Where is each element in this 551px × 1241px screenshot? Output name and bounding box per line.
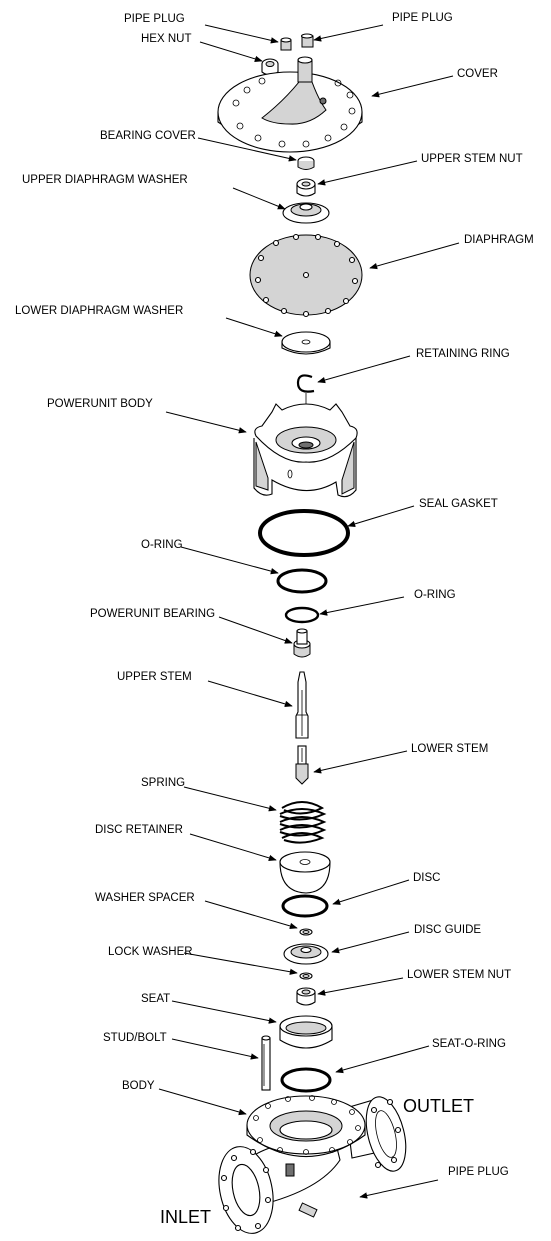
label-upper-stem-nut: UPPER STEM NUT [421, 153, 523, 165]
label-lower-stem-nut: LOWER STEM NUT [407, 969, 511, 981]
pipe-plug-right-part [300, 33, 314, 48]
disc-retainer-part [279, 851, 331, 894]
stud-bolt-part [261, 1035, 271, 1091]
label-stud-bolt: STUD/BOLT [103, 1032, 167, 1044]
label-seal-gasket: SEAL GASKET [419, 498, 498, 510]
disc-part [281, 894, 329, 918]
part-labels: PIPE PLUG PIPE PLUG HEX NUT COVER BEARIN… [15, 12, 534, 1227]
label-pipe-plug-left: PIPE PLUG [124, 13, 185, 25]
powerunit-body-part [253, 393, 358, 498]
spring-part [279, 801, 327, 844]
label-o-ring-left: O-RING [141, 539, 183, 551]
label-outlet: OUTLET [403, 1096, 474, 1116]
lower-diaphragm-washer-part [281, 331, 331, 355]
o-ring-left-part [276, 568, 328, 594]
label-body: BODY [122, 1080, 155, 1092]
retaining-ring-part [296, 374, 315, 393]
label-lower-diaphragm-washer: LOWER DIAPHRAGM WASHER [15, 305, 183, 317]
seat-o-ring-part [280, 1067, 332, 1093]
leader-lines [158, 24, 460, 1199]
label-powerunit-body: POWERUNIT BODY [47, 398, 153, 410]
upper-stem-part [295, 671, 309, 739]
lock-washer-part [299, 972, 313, 980]
seal-gasket-part [258, 509, 350, 557]
label-o-ring-right: O-RING [414, 589, 456, 601]
diaphragm-part [249, 233, 363, 318]
washer-spacer-part [299, 928, 313, 936]
o-ring-right-part [284, 606, 320, 624]
label-powerunit-bearing: POWERUNIT BEARING [90, 608, 215, 620]
label-disc: DISC [413, 872, 440, 884]
label-diaphragm: DIAPHRAGM [464, 234, 534, 246]
upper-diaphragm-washer-part [282, 202, 330, 224]
bearing-cover-part [297, 156, 315, 170]
cover-part [217, 56, 363, 153]
label-cover: COVER [457, 68, 498, 80]
label-pipe-plug-right: PIPE PLUG [392, 12, 453, 24]
label-hex-nut: HEX NUT [141, 33, 191, 45]
label-inlet: INLET [160, 1207, 211, 1227]
lower-stem-part [295, 745, 309, 785]
label-upper-diaphragm-washer: UPPER DIAPHRAGM WASHER [22, 174, 188, 186]
label-pipe-plug-bottom: PIPE PLUG [448, 1166, 509, 1178]
pipe-plug-left-part [280, 37, 292, 51]
label-seat: SEAT [141, 993, 170, 1005]
label-disc-guide: DISC GUIDE [414, 924, 481, 936]
valve-body-part [218, 1095, 407, 1234]
upper-stem-nut-part [296, 178, 316, 197]
lower-stem-nut-part [296, 987, 316, 1006]
label-disc-retainer: DISC RETAINER [95, 824, 183, 836]
seat-part [279, 1015, 333, 1049]
label-upper-stem: UPPER STEM [117, 671, 192, 683]
label-seat-o-ring: SEAT-O-RING [432, 1038, 506, 1050]
label-retaining-ring: RETAINING RING [416, 348, 510, 360]
label-lower-stem: LOWER STEM [411, 743, 488, 755]
label-washer-spacer: WASHER SPACER [95, 892, 195, 904]
powerunit-bearing-part [293, 628, 311, 658]
label-bearing-cover: BEARING COVER [100, 130, 196, 142]
disc-guide-part [283, 943, 329, 965]
label-spring: SPRING [141, 777, 185, 789]
label-lock-washer: LOCK WASHER [108, 946, 193, 958]
